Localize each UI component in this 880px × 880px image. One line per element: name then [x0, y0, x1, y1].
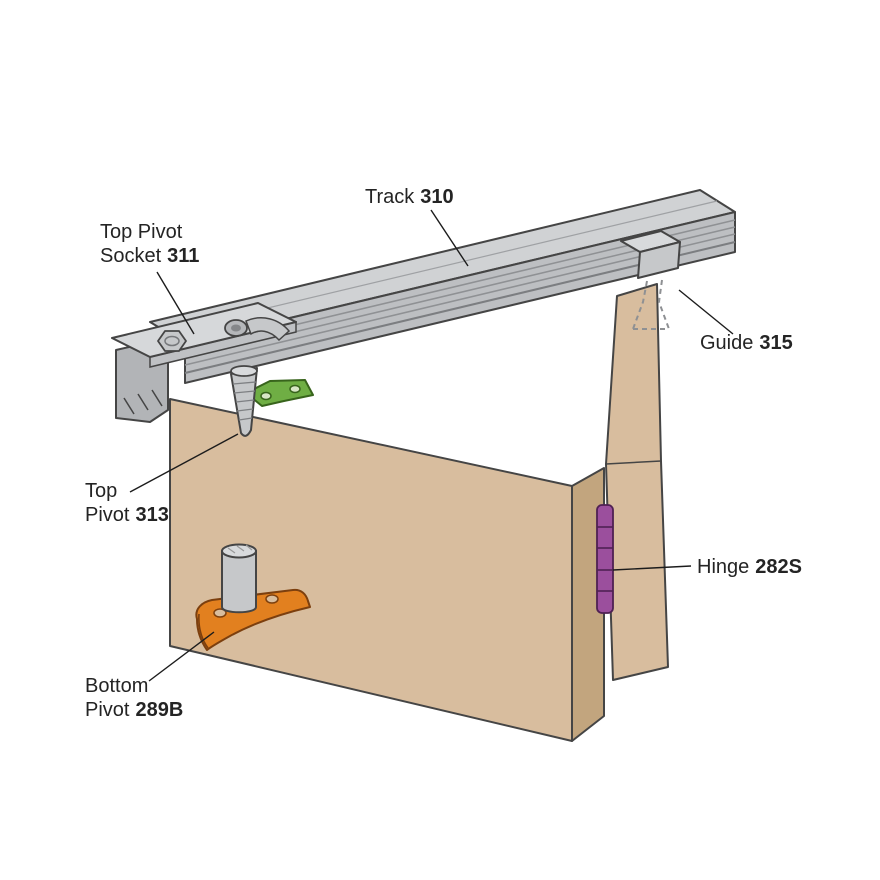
- hinge-label-code: 282S: [755, 556, 802, 578]
- top-pivot-leader-line: [129, 433, 239, 493]
- top-pivot-label-code: 313: [135, 504, 168, 526]
- post-hatch: [236, 545, 245, 552]
- bottom-pivot-label-code: 289B: [135, 699, 183, 721]
- narrow-panel-seam: [605, 460, 662, 465]
- socket-plate: [111, 302, 297, 358]
- track-label-text: Track: [365, 186, 415, 208]
- guide-label-text: Guide: [700, 332, 753, 354]
- bottom-pivot-label-text: Pivot: [85, 699, 130, 721]
- top-pivot: [230, 365, 314, 437]
- bottom-pivot-post: [221, 550, 257, 614]
- pin-rib: [236, 408, 254, 412]
- top-pivot-label-line1: Top: [85, 480, 117, 502]
- guide: [620, 230, 681, 330]
- bottom-bracket-hole: [213, 608, 227, 618]
- guide-leader-line: [678, 289, 734, 335]
- leader-lines: [129, 209, 734, 682]
- track-end-groove: [137, 393, 149, 411]
- socket-ring-hole: [231, 324, 241, 332]
- top-pivot-socket-label-code: 311: [167, 245, 199, 267]
- post-top: [221, 543, 257, 559]
- top-pivot-pin-top: [230, 365, 258, 377]
- bracket-hole: [289, 384, 301, 394]
- narrow-panel-face: [605, 283, 669, 681]
- bottom-pivot: [195, 543, 311, 651]
- track: [111, 189, 736, 423]
- top-pivot-pin: [230, 367, 258, 437]
- guide-hidden-stem-right: [657, 279, 670, 330]
- top-pivot-socket-label-line1: Top Pivot: [100, 221, 183, 243]
- hex-bolt-ring: [164, 335, 180, 347]
- hinge: [596, 504, 614, 614]
- hinge-label-text: Hinge: [697, 556, 749, 578]
- pin-rib: [235, 399, 255, 403]
- bottom-bracket-hole: [265, 594, 279, 604]
- guide-label-code: 315: [759, 332, 792, 354]
- guide-label: Guide 315: [700, 332, 793, 354]
- track-end-groove: [123, 397, 135, 415]
- track-end-groove: [151, 389, 163, 407]
- bottom-pivot-leader-line: [148, 631, 215, 682]
- guide-hidden-stem-left: [632, 280, 648, 330]
- socket-arm: [245, 317, 291, 342]
- bracket-hole: [260, 391, 272, 401]
- top-pivot-socket-label-text: Socket: [100, 245, 162, 267]
- door-panel-narrow: [605, 283, 669, 681]
- post-hatch: [245, 544, 253, 551]
- socket-leader-line: [156, 271, 195, 335]
- bracket-flange-edge: [198, 613, 209, 649]
- pin-rib: [233, 390, 256, 394]
- post-hatch: [227, 547, 236, 554]
- hinge-body: [596, 504, 614, 614]
- bottom-pivot-label-line1: Bottom: [85, 675, 148, 697]
- pin-rib: [232, 381, 257, 385]
- guide-front-face: [637, 241, 681, 279]
- pin-rib: [238, 417, 253, 421]
- hinge-label: Hinge 282S: [697, 556, 802, 578]
- door-side-face: [571, 467, 605, 742]
- track-leader-line: [430, 209, 469, 267]
- top-pivot-label-text: Pivot: [85, 504, 130, 526]
- hinge-leader-line: [612, 565, 692, 571]
- track-label-code: 310: [420, 186, 453, 208]
- hex-bolt: [157, 330, 187, 352]
- door-panel-main: [169, 398, 605, 742]
